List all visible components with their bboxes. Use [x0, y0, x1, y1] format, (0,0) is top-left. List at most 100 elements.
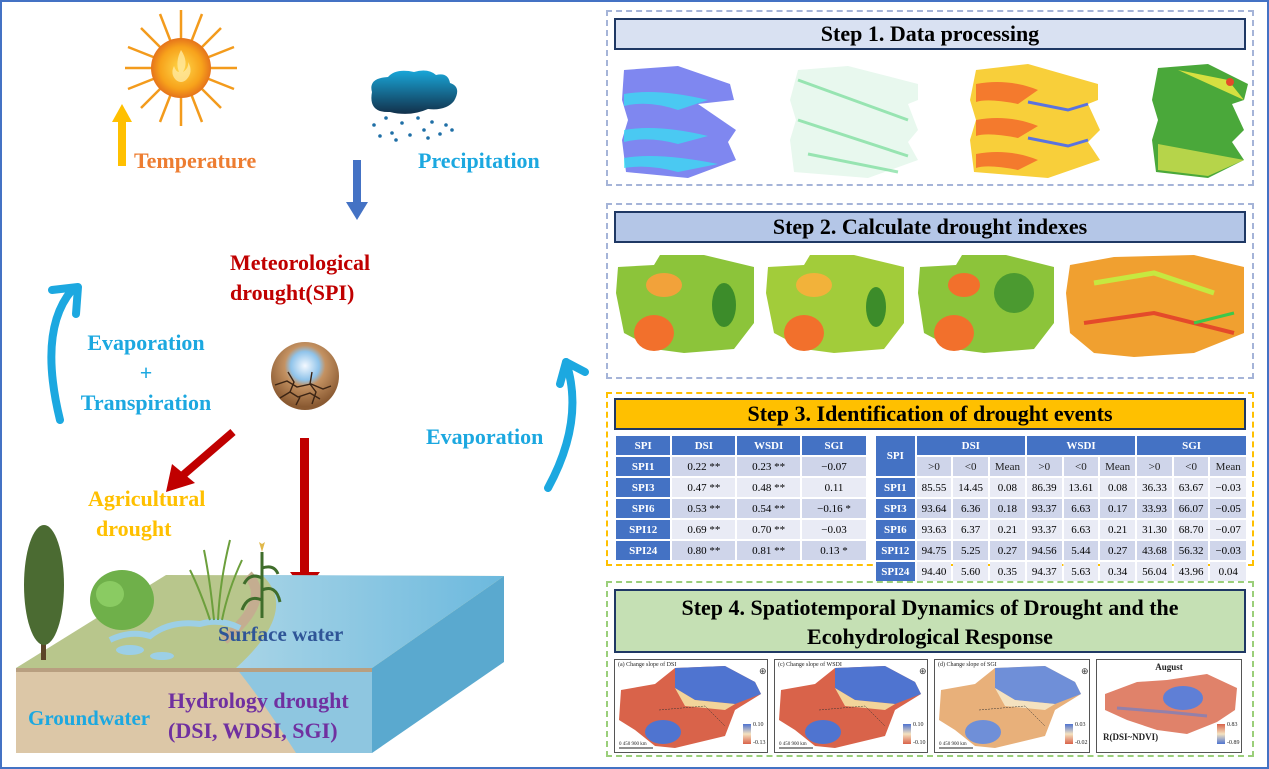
hydrology-drought-label: Hydrology drought (DSI, WDSI, SGI)	[168, 686, 349, 746]
table-cell: 63.67	[1173, 478, 1209, 497]
table-cell: 0.69 **	[672, 520, 736, 539]
row-header: SPI1	[616, 457, 671, 476]
colorbar-min-label: -0.02	[1075, 740, 1088, 746]
shrub-icon	[90, 570, 154, 630]
table-cell: 14.45	[953, 478, 988, 497]
sub-header: <0	[1173, 457, 1209, 476]
result-map	[1105, 674, 1237, 744]
table-cell: −0.03	[801, 520, 866, 539]
row-header: SPI24	[616, 541, 671, 560]
table-cell: 6.63	[1063, 499, 1099, 518]
table-cell: 0.70 **	[737, 520, 800, 539]
sub-header: <0	[953, 457, 988, 476]
table-cell: 0.27	[1100, 541, 1136, 560]
table-cell: −0.03	[1210, 478, 1246, 497]
step1-title: Step 1. Data processing	[614, 18, 1246, 50]
table-cell: 56.32	[1173, 541, 1209, 560]
result-map: ⊕	[779, 666, 927, 749]
table-cell: 94.56	[1026, 541, 1062, 560]
row-header: SPI12	[616, 520, 671, 539]
table-cell: 93.63	[916, 520, 952, 539]
table-cell: −0.05	[1210, 499, 1246, 518]
colorbar-min-label: -0.13	[753, 740, 766, 746]
sun-icon	[125, 10, 237, 126]
svg-text:⊕: ⊕	[1081, 666, 1089, 676]
colorbar-min-label: -0.10	[913, 740, 926, 746]
table-cell: 43.96	[1173, 562, 1209, 581]
table-cell: 85.55	[916, 478, 952, 497]
table-cell: 0.48 **	[737, 478, 800, 497]
table-cell: 0.13 *	[801, 541, 866, 560]
evaporation-arrow	[544, 358, 589, 492]
colorbar-max-label: 0.10	[753, 722, 764, 728]
agricultural-red-arrow	[166, 428, 236, 492]
rain-cloud-icon	[371, 70, 458, 142]
temperature-stack-map	[970, 64, 1100, 178]
agricultural-line1: Agricultural	[88, 486, 206, 511]
table-cell: 56.04	[1137, 562, 1172, 581]
row-header: SPI6	[876, 520, 915, 539]
table-cell: 0.22 **	[672, 457, 736, 476]
table-cell: 6.37	[953, 520, 988, 539]
group-header: DSI	[916, 436, 1025, 455]
row-header: SPI3	[876, 499, 915, 518]
row-header: SPI3	[616, 478, 671, 497]
sub-header: Mean	[1210, 457, 1246, 476]
step1-panel: Step 1. Data processing	[606, 10, 1254, 186]
hydrology-red-arrow	[290, 438, 320, 592]
table-cell: 0.08	[1100, 478, 1136, 497]
temperature-up-arrow	[112, 104, 132, 166]
table-cell: 94.37	[1026, 562, 1062, 581]
table-cell: 6.63	[1063, 520, 1099, 539]
map-caption: August	[1155, 662, 1183, 672]
table-cell: 0.18	[989, 499, 1025, 518]
col-header: DSI	[672, 436, 736, 455]
meteorological-line1: Meteorological	[230, 250, 371, 275]
evaporation-label: Evaporation	[426, 424, 544, 449]
step2-index-maps	[616, 255, 1244, 357]
step2-panel: Step 2. Calculate drought indexes	[606, 203, 1254, 379]
groundwater-label: Groundwater	[28, 706, 151, 730]
table-cell: 66.07	[1173, 499, 1209, 518]
plus-text: +	[139, 360, 153, 385]
table-cell: 5.44	[1063, 541, 1099, 560]
table-cell: 31.30	[1137, 520, 1172, 539]
step3-panel: Step 3. Identification of drought events…	[606, 392, 1254, 581]
step4-title-line2: Ecohydrological Response	[807, 624, 1053, 649]
table-cell: 0.54 **	[737, 499, 800, 518]
step1-input-maps	[622, 64, 1248, 178]
table-cell: 86.39	[1026, 478, 1062, 497]
table-cell: 6.36	[953, 499, 988, 518]
evapotranspiration-arrow	[47, 283, 82, 424]
row-header: SPI1	[876, 478, 915, 497]
temperature-label: Temperature	[134, 148, 257, 173]
soil-moisture-stack-map	[1152, 64, 1248, 178]
map-caption: (a) Change slope of DSI	[618, 662, 677, 668]
left-diagram-art	[16, 10, 589, 753]
col-header: SPI	[616, 436, 671, 455]
step4-title-line1: Step 4. Spatiotemporal Dynamics of Droug…	[681, 595, 1179, 620]
svg-text:⊕: ⊕	[919, 666, 927, 676]
table-cell: 0.53 **	[672, 499, 736, 518]
table-cell: 0.35	[989, 562, 1025, 581]
step4-title: Step 4. Spatiotemporal Dynamics of Droug…	[614, 589, 1246, 653]
tree-icon	[24, 525, 64, 660]
sub-header: Mean	[989, 457, 1025, 476]
col-header: SGI	[801, 436, 866, 455]
vegetation-stack-map	[790, 66, 918, 178]
row-header: SPI24	[876, 562, 915, 581]
hydrology-line1: Hydrology drought	[168, 688, 349, 713]
map-caption: (d) Change slope of SGI	[938, 662, 997, 668]
scale-bar-label: 0 450 900 km	[779, 742, 807, 747]
precipitation-label: Precipitation	[418, 148, 540, 173]
grass-icon	[189, 539, 243, 621]
correlation-label: R(DSI~NDVI)	[1103, 732, 1159, 742]
dsi-map	[766, 255, 904, 353]
